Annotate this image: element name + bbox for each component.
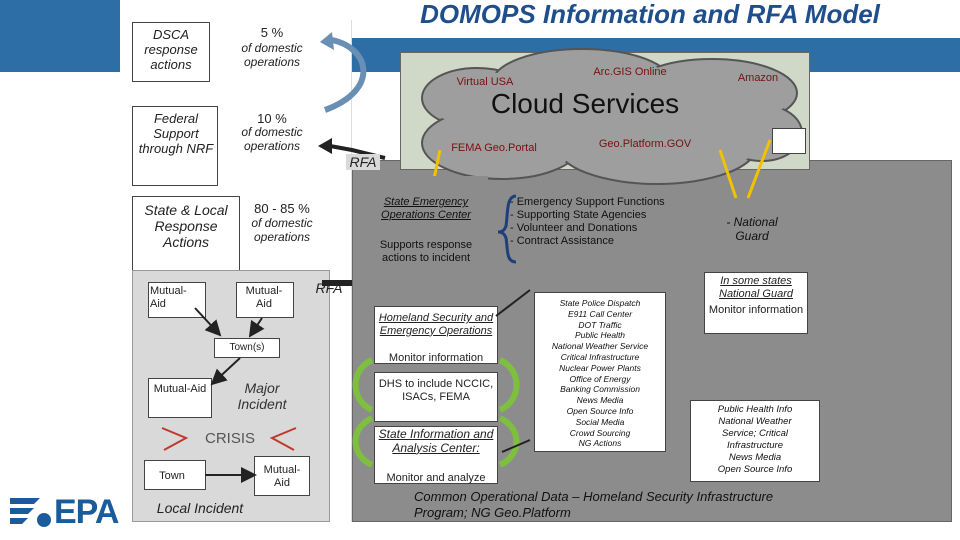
- town-box: [144, 460, 206, 490]
- esf-item: - Supporting State Agencies: [510, 209, 647, 221]
- dsca-box: [132, 22, 210, 82]
- sic-box: [374, 426, 498, 484]
- ng-source-item: News Media: [728, 452, 782, 463]
- ng-states-box: [704, 272, 808, 334]
- dsca-pct: 5 %: [260, 25, 284, 40]
- source-item: Crowd Sourcing: [569, 427, 631, 438]
- ng-source-item: National Weather: [718, 416, 792, 427]
- source-item: NG Actions: [578, 438, 622, 449]
- major-incident-label: Major Incident: [237, 380, 287, 413]
- ng-states-note: Monitor information: [708, 304, 804, 316]
- crisis-label: CRISIS: [204, 430, 255, 447]
- cloud-side-box: [772, 128, 806, 154]
- state-local-pct: 80 - 85 %: [254, 201, 310, 216]
- cloud-shape: [421, 48, 803, 185]
- state-local-label: State & Local Response Actions: [144, 202, 228, 251]
- page-title: DOMOPS Information and RFA Model: [420, 0, 880, 29]
- dsca-pct-note: of domestic operations: [241, 41, 303, 69]
- ng-sources-box: [690, 400, 820, 482]
- mutual-aid-box-2: [236, 282, 294, 318]
- source-item: E911 Call Center: [567, 308, 633, 319]
- cloud-amazon: Amazon: [737, 72, 779, 84]
- ng-sources-list: Public Health Info National Weather Serv…: [690, 404, 820, 476]
- national-guard-label: - National Guard: [726, 215, 778, 243]
- source-item: National Weather Service: [551, 341, 649, 352]
- seoc-box: [364, 176, 488, 280]
- esf-item: - Contract Assistance: [510, 235, 614, 247]
- mutual-aid-box-3: [148, 378, 212, 418]
- town-label: Town: [159, 470, 185, 482]
- hseo-box: [374, 306, 498, 364]
- local-incident-label: Local Incident: [156, 500, 244, 516]
- mutual-aid-1: Mutual-Aid: [150, 285, 187, 310]
- cloud-arcgis: Arc.GIS Online: [593, 66, 667, 78]
- epa-logo-text: EPA: [54, 493, 119, 531]
- hseo-note: Monitor information: [388, 352, 484, 364]
- cloud-geoplatform: Geo.Platform.GOV: [598, 138, 692, 150]
- sic-title: State Information and Analysis Center:: [378, 427, 494, 455]
- esf-item: - Emergency Support Functions: [510, 196, 665, 208]
- mutual-aid-3: Mutual-Aid: [153, 383, 207, 395]
- mutual-aid-2: Mutual-Aid: [245, 285, 283, 310]
- source-item: Social Media: [575, 416, 625, 427]
- federal-pct-note: of domestic operations: [241, 125, 303, 153]
- esf-list: - Emergency Support Functions - Supporti…: [510, 196, 690, 248]
- towns-label: Town(s): [229, 342, 265, 353]
- mutual-aid-box-4: [254, 456, 310, 496]
- ng-source-item: Service; Critical: [722, 428, 788, 439]
- seoc-note: Supports response actions to incident: [379, 239, 473, 264]
- state-local-box: [132, 196, 240, 272]
- towns-box: [214, 338, 280, 358]
- state-local-pct-note: of domestic operations: [251, 216, 313, 244]
- source-item: Banking Commission: [560, 384, 640, 395]
- mutual-aid-4: Mutual-Aid: [263, 464, 301, 489]
- sic-note: Monitor and analyze: [386, 472, 486, 484]
- source-item: Public Health: [574, 330, 626, 341]
- source-item: Critical Infrastructure: [560, 351, 640, 362]
- source-item: News Media: [576, 395, 624, 406]
- ng-states-title: In some states National Guard: [719, 275, 793, 300]
- federal-label: Federal Support through NRF: [138, 111, 214, 156]
- dhs-label: DHS to include NCCIC, ISACs, FEMA: [378, 378, 494, 403]
- esf-item: - Volunteer and Donations: [510, 222, 638, 234]
- dhs-box: [374, 372, 498, 422]
- source-item: Nuclear Power Plants: [559, 362, 641, 373]
- cloud-virtual-usa: Virtual USA: [456, 76, 514, 88]
- source-item: DOT Traffic: [578, 319, 622, 330]
- dsca-label: DSCA response actions: [144, 27, 198, 72]
- hseo-title: Homeland Security and Emergency Operatio…: [378, 312, 494, 337]
- rfa-label-2: RFA: [315, 280, 343, 296]
- rfa-label-1: RFA: [346, 154, 380, 171]
- sources-list: State Police Dispatch E911 Call Center D…: [534, 298, 666, 449]
- source-item: Open Source Info: [566, 405, 634, 416]
- seoc-title: State Emergency Operations Center: [381, 196, 471, 221]
- cloud-fema-geoportal: FEMA Geo.Portal: [451, 142, 537, 154]
- federal-pct: 10 %: [257, 111, 287, 126]
- cloud-title: Cloud Services: [490, 88, 680, 119]
- common-op-label: Common Operational Data – Homeland Secur…: [414, 489, 774, 520]
- epa-logo-icon: [10, 498, 51, 527]
- ng-source-item: Public Health Info: [717, 404, 793, 415]
- sources-box: [534, 292, 666, 452]
- source-item: Office of Energy: [569, 373, 631, 384]
- ng-source-item: Infrastructure: [727, 440, 783, 451]
- ng-source-item: Open Source Info: [717, 464, 793, 475]
- federal-box: [132, 106, 218, 186]
- source-item: State Police Dispatch: [559, 298, 641, 308]
